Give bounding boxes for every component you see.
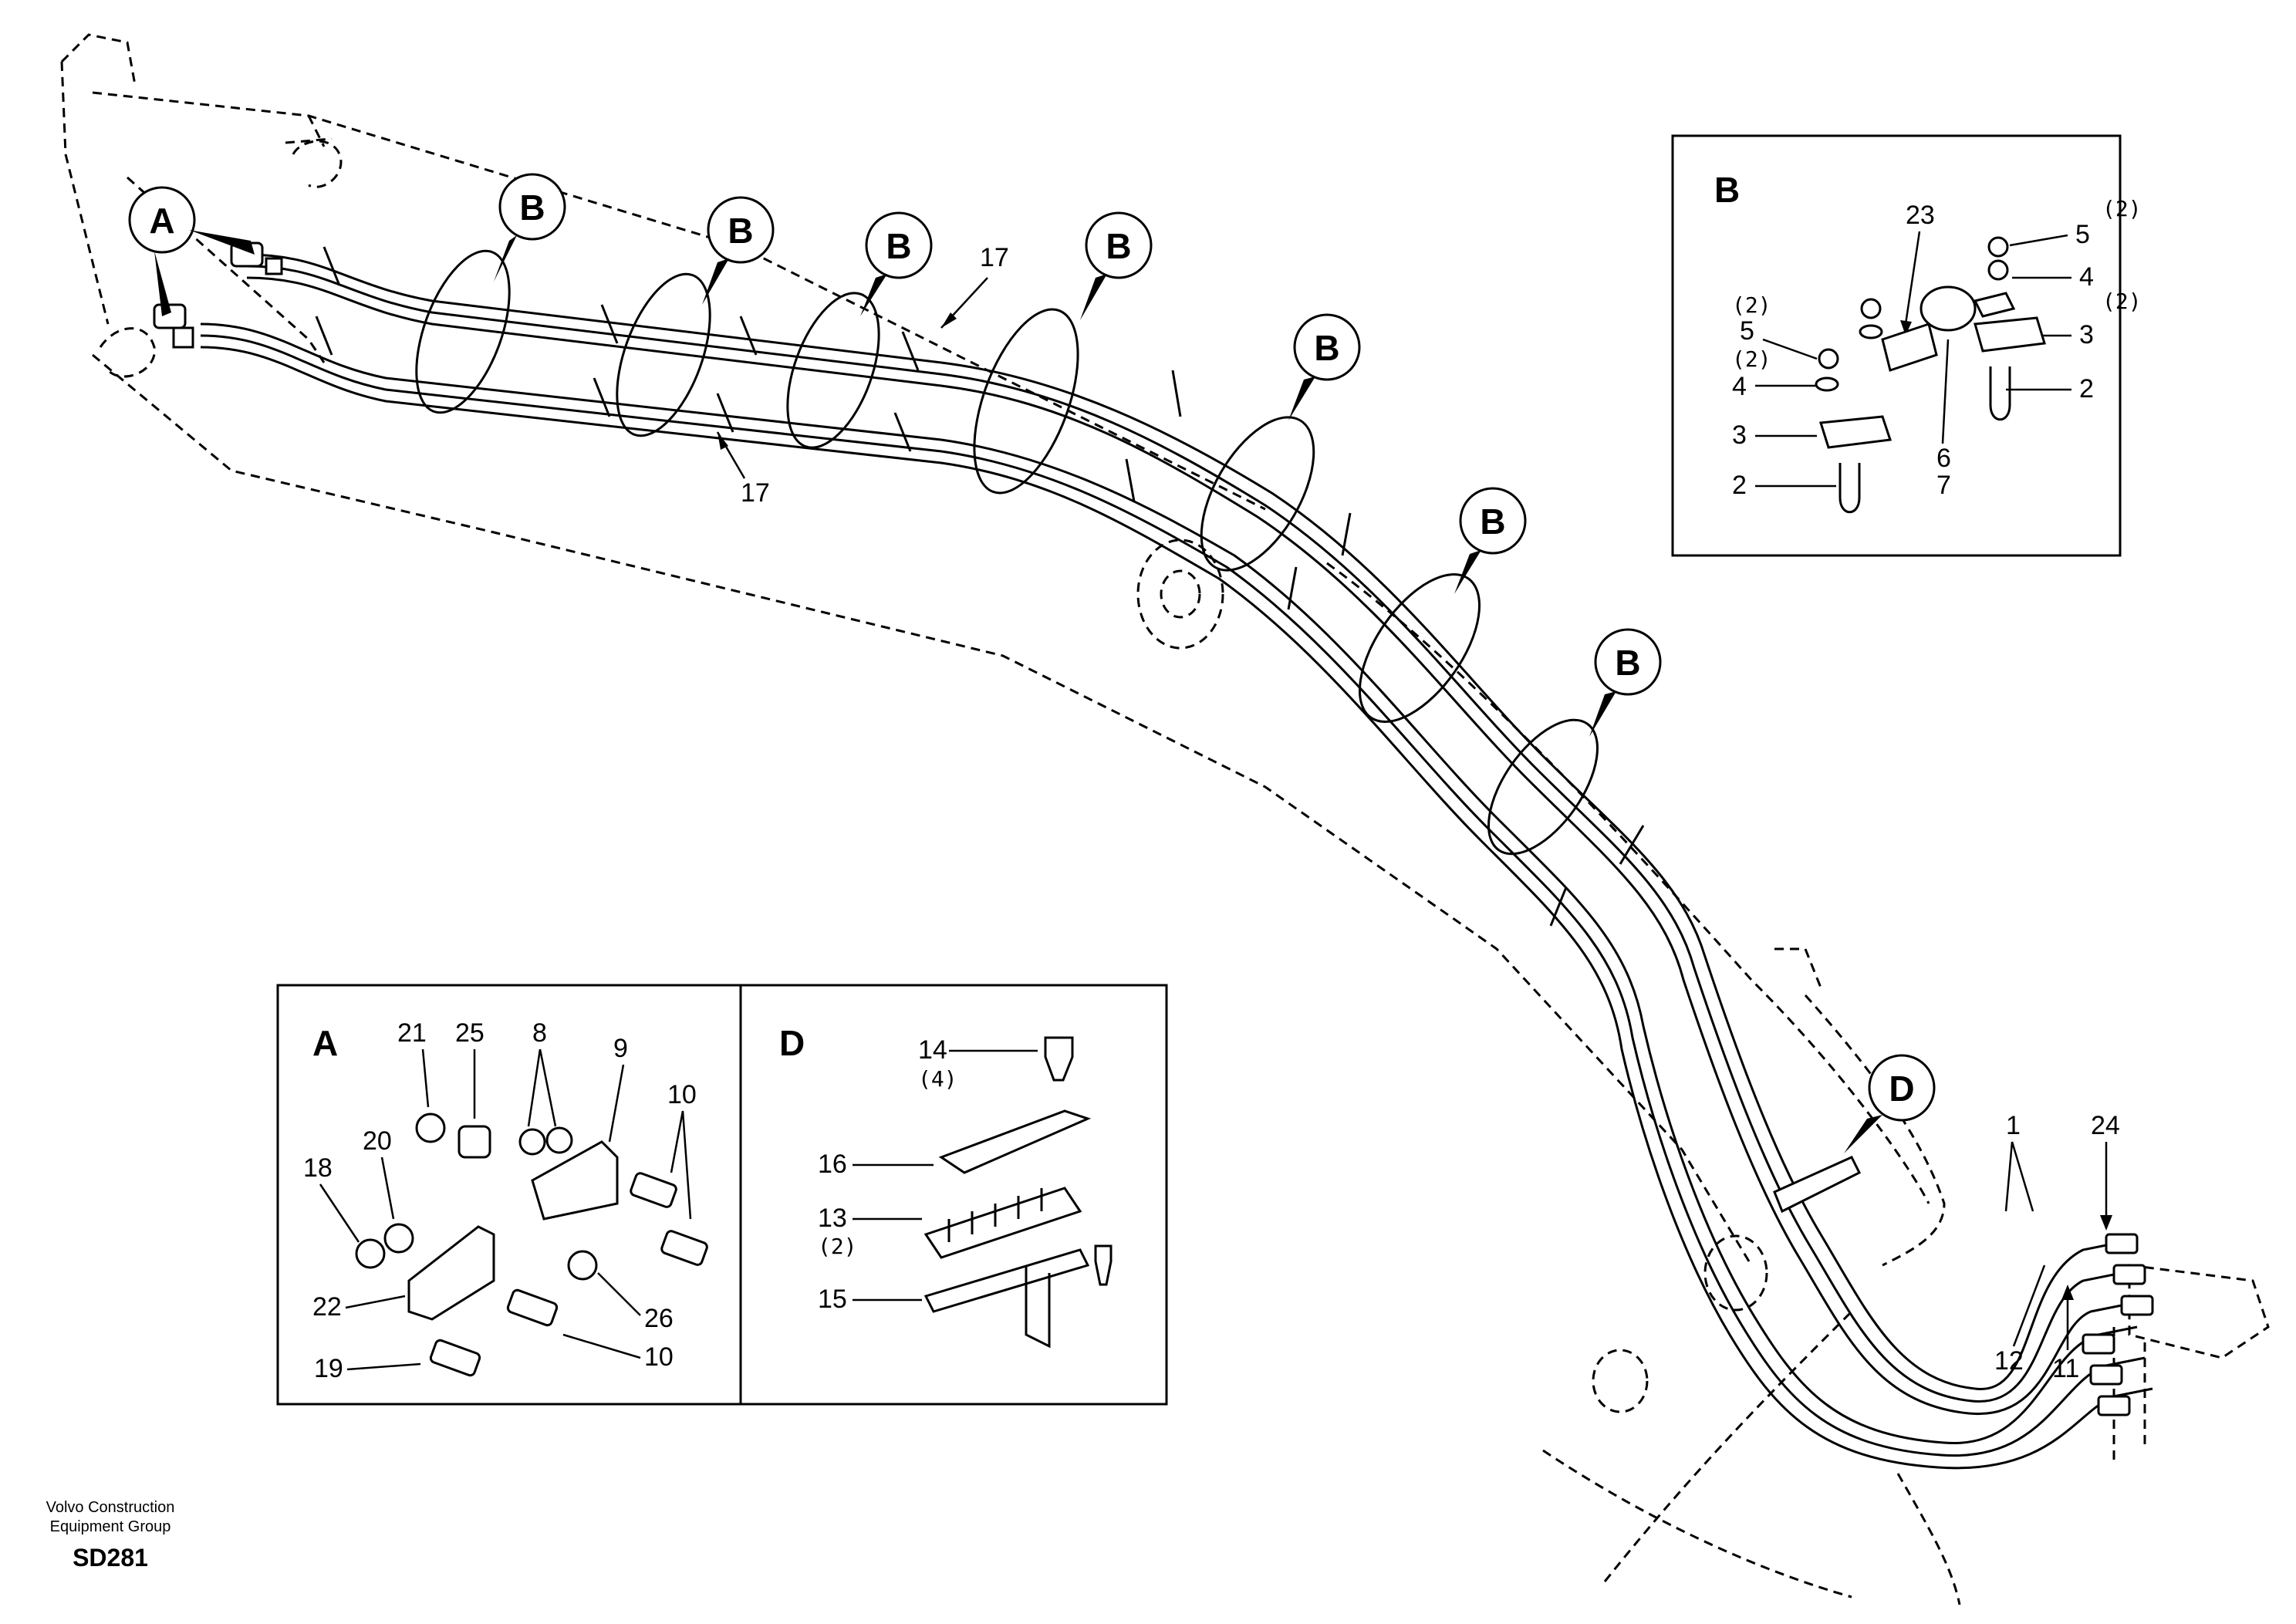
svg-text:15: 15 [818, 1285, 847, 1314]
callout-b-7: B [1589, 628, 1662, 737]
svg-text:9: 9 [613, 1034, 628, 1063]
svg-text:7: 7 [1936, 471, 1951, 500]
svg-text:(2): (2) [1732, 346, 1771, 372]
svg-text:19: 19 [314, 1354, 343, 1383]
svg-text:18: 18 [303, 1153, 333, 1183]
svg-text:24: 24 [2091, 1111, 2120, 1140]
svg-text:23: 23 [1906, 201, 1935, 230]
label-11-right: 11 [2052, 1285, 2079, 1383]
svg-text:20: 20 [363, 1126, 392, 1156]
svg-text:16: 16 [818, 1150, 847, 1179]
svg-text:26: 26 [644, 1304, 674, 1333]
svg-text:SD281: SD281 [73, 1544, 148, 1572]
label-17-top: 17 [940, 243, 1009, 329]
callout-b-5: B [1288, 313, 1361, 420]
svg-text:5: 5 [1740, 316, 1754, 346]
clamp-d-on-arm [1773, 1156, 1862, 1214]
detail-a-d-box: A 21 25 8 9 10 26 20 18 22 10 19 [276, 984, 1168, 1406]
svg-text:4: 4 [1732, 372, 1747, 401]
svg-text:12: 12 [1994, 1346, 2024, 1376]
svg-text:(2): (2) [2102, 289, 2142, 314]
svg-text:11: 11 [2052, 1354, 2079, 1383]
nut-21 [415, 1112, 446, 1143]
plate-22 [407, 1225, 495, 1321]
svg-text:D: D [779, 1023, 805, 1063]
fitting-25 [458, 1125, 491, 1159]
label-1-right: 1 [2004, 1111, 2034, 1212]
svg-text:B: B [1714, 170, 1740, 210]
svg-text:Equipment Group: Equipment Group [50, 1518, 171, 1535]
svg-text:10: 10 [667, 1080, 697, 1109]
svg-text:14: 14 [918, 1035, 947, 1065]
svg-text:17: 17 [741, 478, 770, 508]
clamp-plate-right [1974, 316, 2046, 353]
right-end-fittings [2082, 1233, 2154, 1416]
svg-text:(4): (4) [918, 1066, 957, 1092]
label-24-right: 24 [2091, 1111, 2120, 1231]
bolt-14 [1044, 1036, 1074, 1082]
label-17-bottom: 17 [716, 431, 770, 508]
svg-text:A: A [312, 1023, 338, 1063]
footer: Volvo Construction Equipment Group SD281 [46, 1499, 175, 1572]
callout-b-2: B [702, 196, 775, 305]
svg-text:Volvo Construction: Volvo Construction [46, 1499, 175, 1516]
svg-text:1: 1 [2006, 1111, 2021, 1140]
callout-b-3: B [860, 211, 933, 316]
svg-text:B: B [1106, 226, 1131, 266]
svg-text:A: A [149, 201, 174, 241]
callout-b-4: B [1080, 211, 1153, 320]
svg-text:2: 2 [2079, 374, 2094, 403]
svg-text:B: B [519, 187, 545, 228]
bracket-16 [938, 1109, 1092, 1174]
svg-text:8: 8 [532, 1018, 547, 1048]
svg-text:2: 2 [1732, 471, 1747, 500]
svg-text:B: B [1314, 328, 1339, 368]
callout-d: D [1844, 1054, 1936, 1153]
callout-a-top: A [128, 186, 255, 316]
label-12-right: 12 [1994, 1264, 2046, 1376]
clamp-ring-part [1920, 285, 1977, 332]
plate-15 [923, 1248, 1090, 1313]
clamp-plate-left [1819, 415, 1893, 449]
clamp-half-part [1881, 322, 1938, 372]
svg-text:3: 3 [2079, 320, 2094, 349]
svg-text:6: 6 [1936, 444, 1951, 473]
svg-text:4: 4 [2079, 262, 2094, 292]
svg-text:10: 10 [644, 1342, 674, 1372]
svg-text:25: 25 [455, 1018, 485, 1048]
svg-text:21: 21 [397, 1018, 427, 1048]
callout-b-1: B [494, 173, 566, 282]
left-end-fittings [153, 241, 283, 349]
svg-text:13: 13 [818, 1204, 847, 1233]
svg-text:22: 22 [312, 1292, 342, 1322]
hose-clamps [315, 246, 1645, 927]
nut-26 [567, 1250, 598, 1281]
svg-text:(2): (2) [2102, 196, 2142, 221]
svg-text:B: B [886, 226, 911, 266]
svg-text:B: B [1615, 643, 1640, 683]
plate-9 [531, 1140, 619, 1221]
svg-text:3: 3 [1732, 420, 1747, 450]
svg-text:B: B [728, 211, 753, 251]
detail-b-box: B 23 (2) 5 (2) 4 3 2 (2) 5 4 (2) 3 [1671, 134, 2142, 557]
callout-b-6: B [1454, 487, 1527, 594]
svg-text:5: 5 [2075, 220, 2090, 249]
svg-text:(2): (2) [1732, 292, 1771, 318]
svg-text:B: B [1480, 501, 1505, 542]
svg-text:D: D [1889, 1069, 1914, 1109]
svg-text:(2): (2) [818, 1234, 857, 1259]
svg-text:17: 17 [980, 243, 1009, 272]
hydraulic-hoses [153, 241, 2154, 1470]
detail-b-ellipses [415, 249, 1599, 856]
